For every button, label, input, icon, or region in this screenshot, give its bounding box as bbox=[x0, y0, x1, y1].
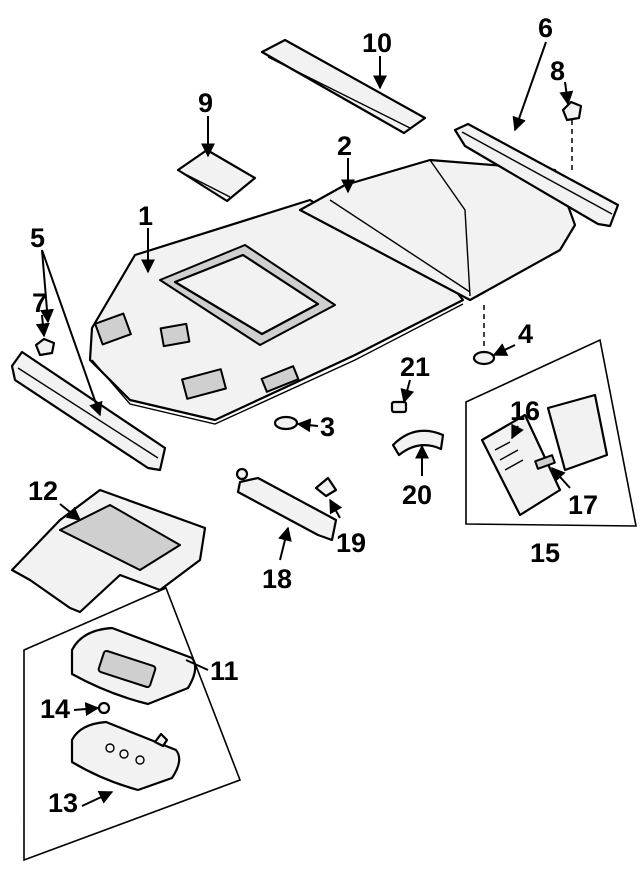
leader-lines bbox=[35, 41, 574, 807]
part-20-grab-handle bbox=[391, 429, 445, 457]
callout-4: 4 bbox=[518, 319, 533, 349]
callout-16: 16 bbox=[510, 396, 540, 426]
callout-19: 19 bbox=[336, 528, 366, 558]
part-1-headliner bbox=[88, 198, 465, 425]
callout-labels: 1 2 3 4 5 6 7 8 9 10 11 12 13 14 15 16 1… bbox=[28, 13, 598, 818]
callout-1: 1 bbox=[138, 201, 153, 231]
part-12-console-bracket bbox=[10, 488, 207, 614]
callout-6: 6 bbox=[538, 13, 553, 43]
part-18-sun-visor bbox=[235, 467, 338, 542]
part-19-visor-clip bbox=[314, 476, 338, 498]
part-9-pad bbox=[176, 148, 257, 203]
callout-17: 17 bbox=[568, 490, 598, 520]
part-6-roof-rail bbox=[453, 122, 620, 228]
part-4-clip bbox=[472, 350, 496, 366]
callout-10: 10 bbox=[362, 28, 392, 58]
callout-3: 3 bbox=[320, 412, 335, 442]
callout-15: 15 bbox=[530, 538, 560, 568]
part-8-clip bbox=[561, 100, 583, 122]
callout-12: 12 bbox=[28, 476, 58, 506]
part-5-front-rail bbox=[10, 350, 167, 472]
callout-14: 14 bbox=[40, 694, 70, 724]
part-21-clip bbox=[390, 400, 408, 414]
part-10-insulation-pad bbox=[260, 38, 427, 135]
part-3-hook bbox=[273, 415, 299, 431]
part-11-console-group bbox=[23, 586, 242, 862]
callout-20: 20 bbox=[402, 480, 432, 510]
part-15-mirror-group bbox=[465, 338, 637, 527]
callout-9: 9 bbox=[198, 88, 213, 118]
callout-7: 7 bbox=[32, 288, 47, 318]
callout-21: 21 bbox=[400, 352, 430, 382]
part-7-clip bbox=[34, 337, 56, 357]
callout-5: 5 bbox=[30, 223, 45, 253]
callout-18: 18 bbox=[262, 564, 292, 594]
callout-8: 8 bbox=[550, 56, 565, 86]
callout-11: 11 bbox=[210, 656, 239, 686]
callout-13: 13 bbox=[48, 788, 78, 818]
callout-2: 2 bbox=[337, 131, 352, 161]
